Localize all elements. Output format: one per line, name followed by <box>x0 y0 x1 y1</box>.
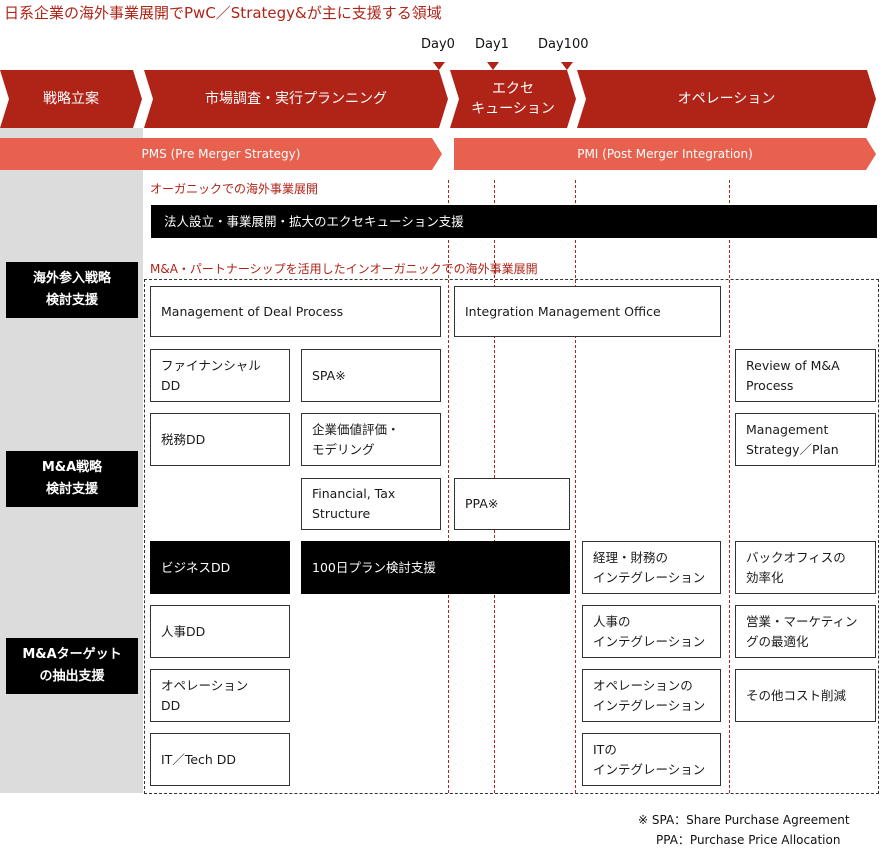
phase-strategy-label: 戦略立案 <box>43 91 99 107</box>
fin-tax-line1: Financial, Tax <box>312 486 396 501</box>
other-cost-box: その他コスト削減 <box>735 669 876 722</box>
backoffice-box: バックオフィスの効率化 <box>735 541 876 594</box>
phase-execution-label-line2: キューション <box>471 101 555 117</box>
day0-label: Day0 <box>421 37 455 52</box>
phase-operation: オペレーション <box>577 70 876 128</box>
financial-dd-box: ファイナンシャル DD <box>150 349 290 402</box>
sales-line1: 営業・マーケティン <box>746 613 858 629</box>
side-label-target-line1: M&Aターゲット <box>22 647 122 662</box>
ops-integration-box: オペレーションのインテグレーション <box>582 669 721 722</box>
it-int-line1: ITの <box>593 741 617 757</box>
phase-strategy: 戦略立案 <box>0 70 142 128</box>
mgmt-strategy-line2: Strategy／Plan <box>746 441 839 457</box>
spa-box: SPA※ <box>301 349 441 402</box>
side-label-overseas-line2: 検討支援 <box>45 293 98 308</box>
stage-pms: PMS (Pre Merger Strategy) <box>0 138 442 170</box>
stage-pms-label: PMS (Pre Merger Strategy) <box>141 147 301 161</box>
ops-dd-line1: オペレーション <box>161 677 249 693</box>
hr-dd-box: 人事DD <box>150 605 290 658</box>
section-organic: オーガニックでの海外事業展開 <box>150 182 319 196</box>
mgmt-strategy-line1: Management <box>746 421 829 437</box>
corp-setup-box: 法人設立・事業展開・拡大のエクセキューション支援 <box>151 205 877 238</box>
hr-integration-box: 人事のインテグレーション <box>582 605 721 658</box>
phase-operation-label: オペレーション <box>677 91 776 107</box>
review-ma-line1: Review of M&A <box>746 357 840 373</box>
stage-pmi-label: PMI (Post Merger Integration) <box>577 147 753 161</box>
backoffice-line2: 効率化 <box>746 569 784 585</box>
financial-dd-line2: DD <box>161 377 181 393</box>
plan100-box: 100日プラン検討支援 <box>301 541 570 594</box>
side-label-overseas: 海外参入戦略 検討支援 <box>6 262 138 318</box>
backoffice-line1: バックオフィスの <box>746 549 846 565</box>
deal-process-label: Management of Deal Process <box>161 303 344 319</box>
other-cost-label: その他コスト削減 <box>746 687 847 703</box>
corp-setup-label: 法人設立・事業展開・拡大のエクセキューション支援 <box>164 213 464 229</box>
accounting-integration-box: 経理・財務のインテグレーション <box>582 541 721 594</box>
deal-process-box: Management of Deal Process <box>150 286 441 337</box>
day0-marker-icon <box>433 62 445 70</box>
ops-dd-box: オペレーション DD <box>150 669 290 722</box>
financial-dd-line1: ファイナンシャル <box>161 357 261 373</box>
day100-label: Day100 <box>538 37 589 52</box>
hr-int-line2: インテグレーション <box>593 633 706 649</box>
ops-dd-line2: DD <box>161 697 181 713</box>
valuation-line2: モデリング <box>312 441 375 457</box>
valuation-line1: 企業価値評価・ <box>312 421 400 437</box>
inorganic-frame <box>144 279 879 794</box>
business-dd-label: ビジネスDD <box>161 559 231 575</box>
side-label-ma-strategy: M&A戦略 検討支援 <box>6 451 138 507</box>
review-ma-line2: Process <box>746 377 794 393</box>
imo-box: Integration Management Office <box>454 286 721 337</box>
it-dd-box: IT／Tech DD <box>150 733 290 786</box>
accounting-line1: 経理・財務の <box>593 549 669 565</box>
tax-dd-box: 税務DD <box>150 413 290 466</box>
ops-int-line2: インテグレーション <box>593 697 706 713</box>
accounting-line2: インテグレーション <box>593 569 706 585</box>
fin-tax-line2: Structure <box>312 506 371 521</box>
footnote-spa: ※ SPA：Share Purchase Agreement <box>638 813 850 827</box>
day1-label: Day1 <box>475 37 509 52</box>
side-label-ma-line2: 検討支援 <box>45 482 98 497</box>
page-title: 日系企業の海外事業展開でPwC／Strategy&が主に支援する領域 <box>4 4 442 22</box>
side-label-overseas-line1: 海外参入戦略 <box>32 271 111 286</box>
day100-line <box>575 180 576 793</box>
imo-label: Integration Management Office <box>465 303 661 319</box>
day100-marker-icon <box>561 62 573 70</box>
day0-line <box>448 180 449 793</box>
review-ma-box: Review of M&A Process <box>735 349 876 402</box>
side-label-ma-line1: M&A戦略 <box>41 460 103 475</box>
it-int-line2: インテグレーション <box>593 761 706 777</box>
hr-dd-label: 人事DD <box>161 623 206 639</box>
hr-int-line1: 人事の <box>593 613 631 629</box>
ops-int-line1: オペレーションの <box>593 677 693 693</box>
it-integration-box: ITのインテグレーション <box>582 733 721 786</box>
business-dd-box: ビジネスDD <box>150 541 290 594</box>
section-inorganic: M&A・パートナーシップを活用したインオーガニックでの海外事業展開 <box>150 262 538 276</box>
ppa-box: PPA※ <box>454 478 570 530</box>
tax-dd-label: 税務DD <box>161 431 206 447</box>
phase-research: 市場調査・実行プランニング <box>144 70 448 128</box>
sales-line2: グの最適化 <box>746 633 809 649</box>
phase-execution: エクセ キューション <box>450 70 576 128</box>
stage-pmi: PMI (Post Merger Integration) <box>454 138 876 170</box>
footnote-ppa: PPA：Purchase Price Allocation <box>656 833 841 847</box>
sales-marketing-box: 営業・マーケティングの最適化 <box>735 605 876 658</box>
plan100-label: 100日プラン検討支援 <box>312 559 436 575</box>
spa-label: SPA※ <box>312 367 346 383</box>
ppa-label: PPA※ <box>465 496 499 511</box>
side-label-target-line2: の抽出支援 <box>39 669 105 684</box>
valuation-box: 企業価値評価・モデリング <box>301 413 441 466</box>
it-dd-label: IT／Tech DD <box>161 751 237 767</box>
day1-marker-icon <box>487 62 499 70</box>
phase-research-label: 市場調査・実行プランニング <box>205 91 387 107</box>
phase-execution-label-line1: エクセ <box>492 81 534 97</box>
side-label-ma-target: M&Aターゲット の抽出支援 <box>6 638 138 694</box>
operation-line <box>729 180 730 793</box>
